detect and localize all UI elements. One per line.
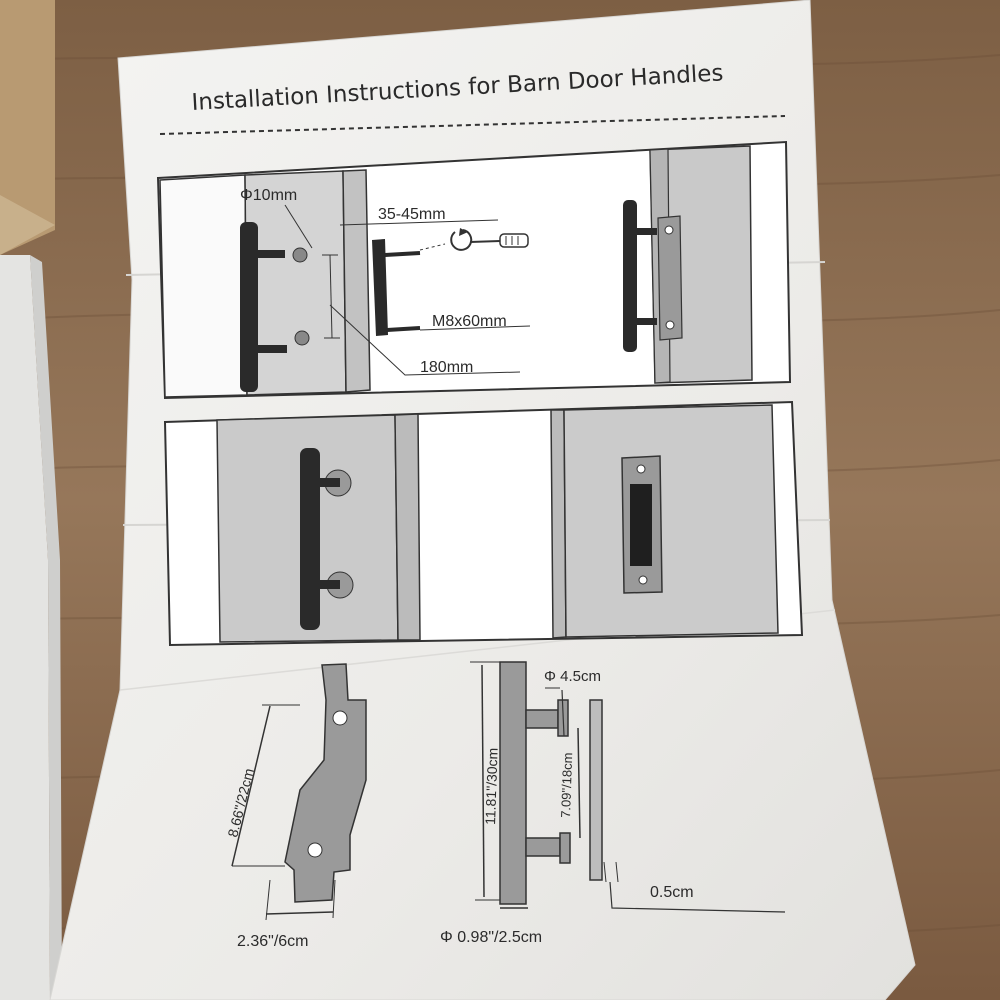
hole-spacing-label: 180mm xyxy=(420,359,473,376)
barn-handle-assembled xyxy=(623,200,683,352)
hole-diameter-label: Φ10mm xyxy=(240,187,297,204)
flush-pull-plate xyxy=(621,455,663,594)
handle-diameter-label: Φ 0.98"/2.5cm xyxy=(440,929,542,946)
door-thickness-label: 35-45mm xyxy=(378,206,446,223)
handle-dimension-drawing xyxy=(499,661,603,905)
plate-width-label: 2.36"/6cm xyxy=(237,933,309,950)
screwdriver-icon xyxy=(450,228,529,251)
mount-spacing-label: 7.09"/18cm xyxy=(558,752,575,818)
post-diameter-label: Φ 4.5cm xyxy=(544,668,601,685)
foam-packaging xyxy=(0,255,50,1000)
mounting-plate xyxy=(372,239,421,336)
drill-hole-top xyxy=(292,247,308,263)
handle-length-label: 11.81"/30cm xyxy=(482,747,501,825)
drill-hole-bottom xyxy=(294,330,310,346)
bolt-size-label: M8x60mm xyxy=(432,313,507,330)
step2-panel xyxy=(163,400,804,647)
cardboard-box xyxy=(0,0,55,255)
offset-label: 0.5cm xyxy=(650,884,694,901)
barn-handle-front-view xyxy=(300,448,354,630)
pull-plate-dimension-drawing xyxy=(284,663,367,903)
barn-handle-side-view xyxy=(240,222,287,392)
